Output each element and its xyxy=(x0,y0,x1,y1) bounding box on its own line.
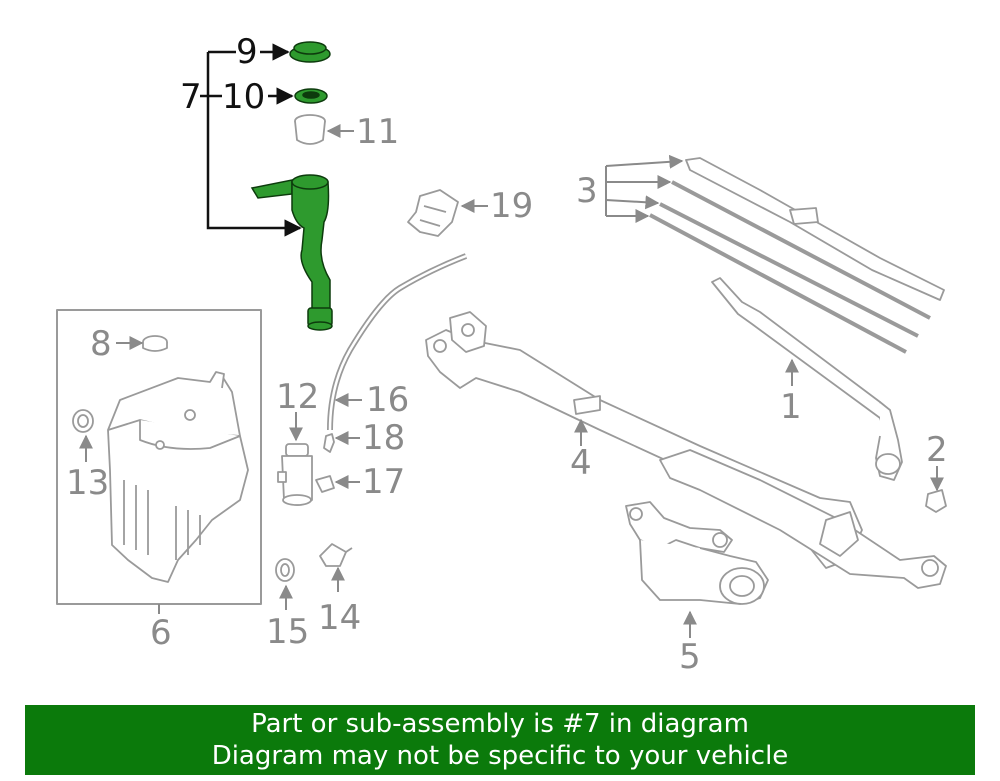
banner-line-1: Part or sub-assembly is #7 in diagram xyxy=(251,709,749,739)
hose-clip-part xyxy=(407,189,459,237)
callout-13: 13 xyxy=(66,463,109,503)
callout-14: 14 xyxy=(318,598,361,638)
callout-5: 5 xyxy=(679,637,701,677)
info-banner: Part or sub-assembly is #7 in diagram Di… xyxy=(25,705,975,775)
seal-part xyxy=(294,88,328,104)
reservoir-cap-part xyxy=(142,335,168,352)
banner-line-2: Diagram may not be specific to your vehi… xyxy=(211,741,789,771)
callout-1: 1 xyxy=(780,387,802,427)
callout-16: 16 xyxy=(366,380,409,420)
pump-grommet-part xyxy=(275,558,295,582)
wiper-blades-part xyxy=(649,157,945,354)
cap-part xyxy=(289,41,331,63)
callout-4: 4 xyxy=(570,443,592,483)
strainer-part xyxy=(294,114,326,145)
callout-17: 17 xyxy=(362,462,405,502)
callout-3: 3 xyxy=(576,171,598,211)
neck-tube-part xyxy=(250,174,333,331)
callout-7-bracket xyxy=(206,52,302,237)
pivot-cap-part xyxy=(925,489,947,513)
washer-pump-part xyxy=(277,443,313,506)
filler-neck-assembly xyxy=(200,41,333,331)
callout-7: 7 xyxy=(180,77,202,117)
callout-10: 10 xyxy=(222,77,265,117)
callout-18: 18 xyxy=(362,418,405,458)
callout-15: 15 xyxy=(266,612,309,652)
callout-8: 8 xyxy=(90,324,112,364)
callout-12: 12 xyxy=(276,377,319,417)
connector-part xyxy=(315,475,335,493)
small-clip-part xyxy=(323,433,335,453)
grommet-part xyxy=(72,409,94,433)
callout-19: 19 xyxy=(490,186,533,226)
callout-2: 2 xyxy=(926,430,948,470)
callout-6: 6 xyxy=(150,613,172,653)
wiper-linkage-part xyxy=(425,311,947,589)
wiper-motor-part xyxy=(625,501,769,605)
callout-11: 11 xyxy=(356,112,399,152)
callout-9: 9 xyxy=(236,32,258,72)
wiper-arm-part xyxy=(711,277,903,481)
washer-reservoir-part xyxy=(107,371,249,583)
check-valve-part xyxy=(319,543,353,567)
parts-diagram: 9 7 10 11 19 3 8 13 12 16 18 17 6 15 14 … xyxy=(56,32,948,677)
